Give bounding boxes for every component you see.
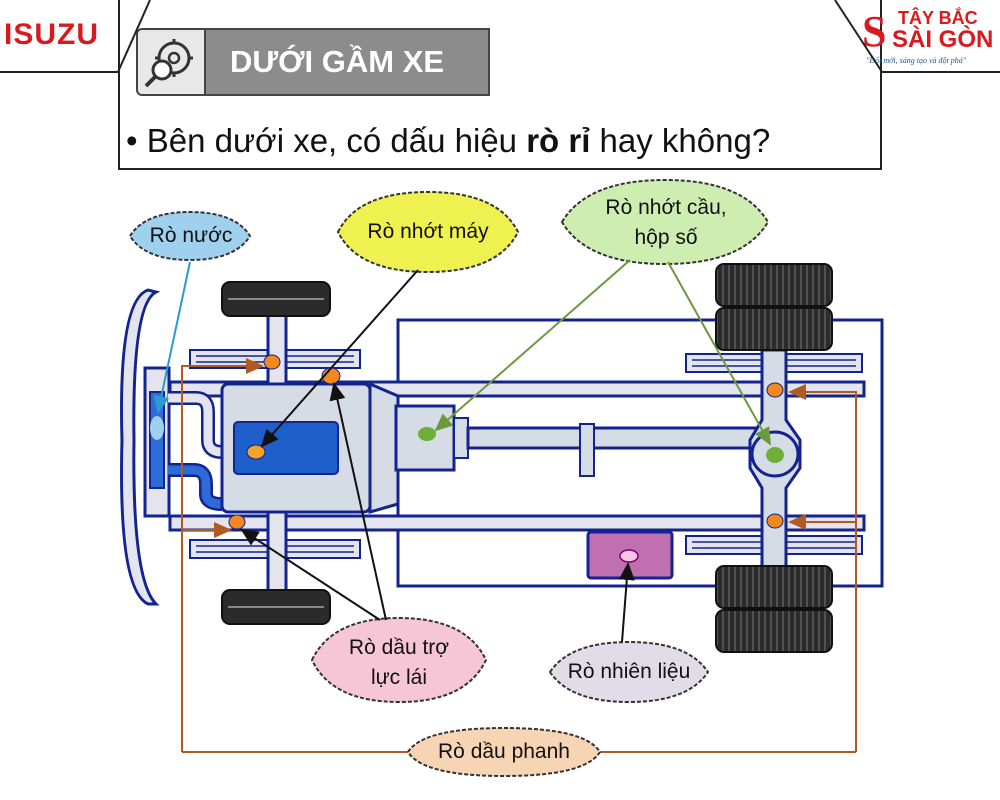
front-bumper — [120, 288, 161, 606]
bubble-axle-oil — [560, 178, 770, 266]
coolant-hose-upper — [168, 393, 223, 457]
isuzu-logo: ISUZU — [4, 18, 99, 51]
arrow-water — [153, 261, 191, 414]
section-title: DƯỚI GẦM XE — [204, 28, 490, 96]
drive-shaft — [466, 426, 760, 450]
arrow-steering-upper — [329, 382, 387, 621]
rear-tire-top — [715, 263, 833, 351]
bubble-brake — [406, 726, 602, 778]
arrow-fuel — [618, 562, 635, 643]
brake-leak-point-rear-bottom — [766, 513, 784, 529]
brake-leak-point-front-top — [263, 354, 281, 370]
arrow-steering-lower — [240, 528, 381, 621]
brake-leak-point-front-bottom — [228, 514, 246, 530]
frame-rail-bottom — [168, 514, 866, 532]
bubble-engine-oil — [336, 190, 520, 274]
arrow-gearbox-oil — [434, 259, 631, 432]
coolant-hose-lower — [168, 465, 223, 509]
rear-tire-bottom — [715, 565, 833, 653]
fuel-leak-point — [619, 549, 639, 563]
bubble-fuel — [548, 640, 710, 704]
tay-bac-sai-gon-logo: S TÂY BẮC SÀI GÒN "Đổi mới, sáng tạo và … — [862, 7, 994, 65]
bellhousing — [368, 381, 400, 514]
arrow-axle-oil — [667, 261, 771, 446]
label-engine-oil-leak: Rò nhớt máy — [367, 220, 489, 243]
axle-oil-leak-point — [766, 447, 784, 463]
label-axle-oil-leak-line1: Rò nhớt cầu, — [605, 196, 727, 219]
center-bearing — [579, 423, 595, 477]
question-text: • Bên dưới xe, có dấu hiệu rò rỉ hay khô… — [126, 122, 771, 159]
label-steering-leak-line1: Rò dầu trợ — [348, 636, 450, 659]
label-water-leak: Rò nước — [149, 224, 233, 247]
oil-pan — [233, 421, 339, 475]
label-steering-leak-line2: lực lái — [370, 666, 428, 689]
label-fuel-leak: Rò nhiên liệu — [567, 660, 691, 683]
inspection-icon — [136, 28, 206, 96]
arrow-engine-oil — [260, 269, 419, 448]
title-frame — [118, 0, 882, 170]
brake-lines — [181, 358, 857, 753]
brake-leak-point-rear-top — [766, 382, 784, 398]
label-brake-leak: Rò dầu phanh — [438, 740, 570, 763]
gearbox-oil-leak-point — [418, 427, 436, 441]
bubble-steering — [310, 616, 488, 704]
label-axle-oil-leak-line2: hộp số — [634, 226, 698, 249]
engine-oil-leak-point — [246, 444, 266, 460]
water-leak-point — [150, 416, 164, 440]
bubble-water — [128, 210, 252, 262]
